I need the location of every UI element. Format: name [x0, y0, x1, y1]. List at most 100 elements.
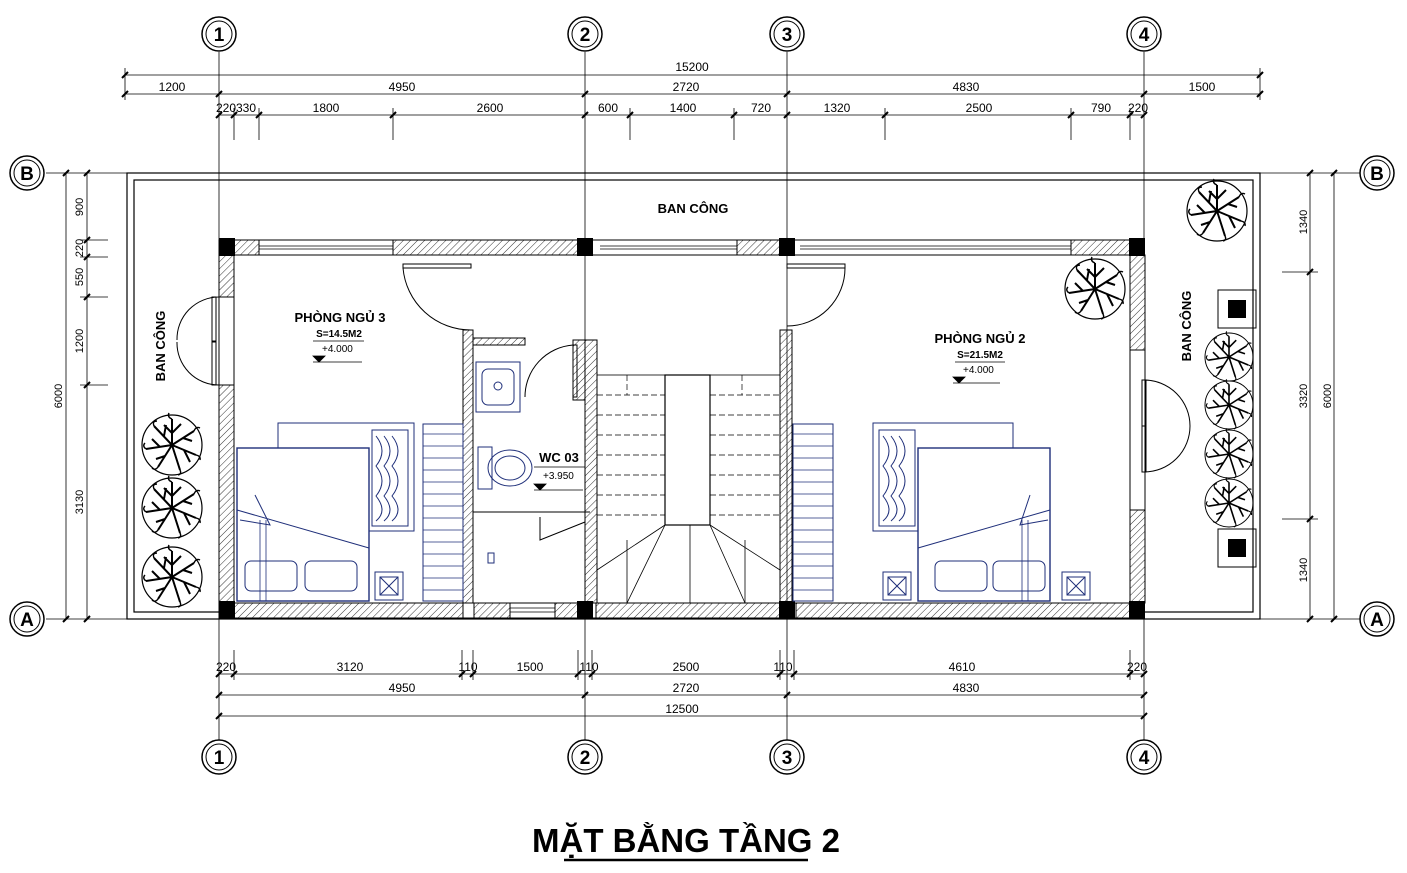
dim-top-3-10: 220 [1128, 101, 1148, 115]
grid-bubble-3-top: 3 [769, 16, 805, 52]
dim-bottom-2-2: 4830 [953, 681, 980, 695]
wc-level: +3.950 [543, 471, 574, 482]
dimensions-right: 1340 3320 1340 6000 [1282, 169, 1338, 623]
grid-bubble-3-bottom: 3 [769, 739, 805, 775]
planter-box-icon [1217, 528, 1257, 568]
svg-text:A: A [1370, 610, 1384, 631]
dim-top-3-7: 1320 [824, 101, 851, 115]
plant-icon [141, 544, 203, 608]
plant-icon [141, 412, 203, 476]
plant-icon [1204, 427, 1254, 479]
bedroom3-area: S=14.5M2 [316, 329, 362, 340]
balcony-left-label: BAN CÔNG [153, 311, 168, 382]
bedroom2-level: +4.000 [963, 365, 994, 376]
dim-top-3-9: 790 [1091, 101, 1111, 115]
dim-overall-top: 15200 [675, 60, 709, 74]
dim-top-3-8: 2500 [966, 101, 993, 115]
grid-bubble-2-bottom: 2 [567, 739, 603, 775]
walls [218, 238, 1146, 619]
staircase [596, 374, 781, 604]
bedroom3-furniture [236, 422, 464, 602]
grid-bubbles: 1 2 3 4 1 2 3 4 B A B A [9, 16, 1395, 775]
planter-box-icon [1217, 289, 1257, 329]
dim-top-2-1: 4950 [389, 80, 416, 94]
dim-top-2-4: 1500 [1189, 80, 1216, 94]
grid-bubble-B-right: B [1359, 155, 1395, 191]
grid-bubble-4-top: 4 [1126, 16, 1162, 52]
balcony-top-label: BAN CÔNG [658, 201, 729, 216]
balcony-right-label: BAN CÔNG [1179, 291, 1194, 362]
svg-text:4: 4 [1139, 25, 1150, 46]
dim-left-overall: 6000 [53, 384, 65, 408]
svg-text:A: A [20, 610, 34, 631]
dim-left-0: 900 [74, 198, 86, 216]
dim-top-3-6: 720 [751, 101, 771, 115]
bedroom2-area: S=21.5M2 [957, 350, 1003, 361]
grid-bubble-2-top: 2 [567, 16, 603, 52]
dim-top-3-2: 1800 [313, 101, 340, 115]
dim-bottom-1-0: 220 [216, 660, 236, 674]
svg-text:1: 1 [214, 748, 225, 769]
svg-text:2: 2 [580, 748, 591, 769]
dim-top-3-1: 330 [236, 101, 256, 115]
plant-icon [1064, 256, 1126, 320]
dim-bottom-2-1: 2720 [673, 681, 700, 695]
dim-top-3-5: 1400 [670, 101, 697, 115]
dim-overall-bottom: 12500 [665, 702, 699, 716]
svg-text:3: 3 [782, 748, 793, 769]
dim-bottom-1-1: 3120 [337, 660, 364, 674]
dim-bottom-1-2: 110 [458, 660, 477, 674]
dimensions-left: 900 220 550 1200 3130 6000 [53, 169, 108, 623]
doors [176, 263, 1191, 541]
dim-left-4: 3130 [74, 490, 86, 514]
dim-right-2: 1340 [1298, 558, 1310, 582]
svg-text:2: 2 [580, 25, 591, 46]
bedroom2-name: PHÒNG NGỦ 2 [934, 331, 1025, 346]
dim-bottom-1-6: 110 [773, 660, 792, 674]
grid-bubble-B-left: B [9, 155, 45, 191]
dim-right-1: 3320 [1298, 384, 1310, 408]
plant-icon [1186, 178, 1248, 242]
dim-top-2-0: 1200 [159, 80, 186, 94]
drawing-title: MẶT BẰNG TẦNG 2 [532, 822, 840, 862]
dim-right-overall: 6000 [1322, 384, 1334, 408]
plant-icon [1204, 476, 1254, 528]
dim-left-3: 1200 [74, 329, 86, 353]
dim-bottom-1-5: 2500 [673, 660, 700, 674]
wc-name: WC 03 [539, 450, 579, 465]
bedroom3-name: PHÒNG NGỦ 3 [294, 310, 385, 325]
dim-bottom-1-8: 220 [1127, 660, 1147, 674]
wc-fixtures [475, 361, 533, 564]
room-labels: BAN CÔNG BAN CÔNG BAN CÔNG PHÒNG NGỦ 3 S… [153, 201, 1194, 491]
dim-top-2-2: 2720 [673, 80, 700, 94]
plant-icon [1204, 330, 1254, 382]
svg-text:1: 1 [214, 25, 225, 46]
plants [141, 178, 1257, 608]
plant-icon [1204, 378, 1254, 430]
dim-top-3-0: 220 [216, 101, 236, 115]
grid-bubble-1-bottom: 1 [201, 739, 237, 775]
dim-top-3-3: 2600 [477, 101, 504, 115]
grid-bubble-A-left: A [9, 601, 45, 637]
bedroom3-level: +4.000 [322, 344, 353, 355]
dim-bottom-1-7: 4610 [949, 660, 976, 674]
dim-bottom-2-0: 4950 [389, 681, 416, 695]
svg-text:B: B [20, 164, 34, 185]
dim-top-3-4: 600 [598, 101, 618, 115]
bedroom2-furniture [792, 422, 1091, 602]
svg-text:4: 4 [1139, 748, 1150, 769]
dim-bottom-1-4: 110 [579, 660, 598, 674]
page-title: MẶT BẰNG TẦNG 2 [532, 822, 840, 859]
svg-text:B: B [1370, 164, 1384, 185]
dim-bottom-1-3: 1500 [517, 660, 544, 674]
svg-text:3: 3 [782, 25, 793, 46]
dim-left-1: 220 [74, 239, 86, 257]
plant-icon [141, 475, 203, 539]
grid-bubble-4-bottom: 4 [1126, 739, 1162, 775]
dimensions-top: 15200 1200 4950 2720 4830 1500 220 330 1… [121, 60, 1264, 140]
grid-bubble-A-right: A [1359, 601, 1395, 637]
dim-top-2-3: 4830 [953, 80, 980, 94]
grid-bubble-1-top: 1 [201, 16, 237, 52]
grid-lines [46, 52, 1360, 740]
